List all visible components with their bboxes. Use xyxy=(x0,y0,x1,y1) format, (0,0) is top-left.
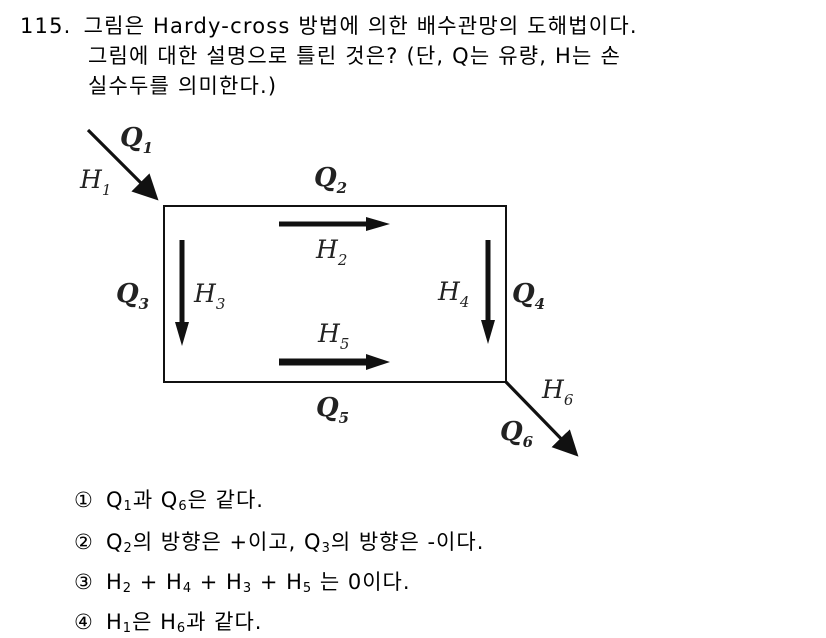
label-q6: Q6 xyxy=(500,417,534,451)
choice-subscript: 6 xyxy=(178,499,188,514)
choice-text: + H xyxy=(252,570,303,594)
choice-text: + H xyxy=(192,570,243,594)
choice-subscript: 2 xyxy=(122,581,133,596)
label-h1: H1 xyxy=(79,165,111,199)
label-h3: H3 xyxy=(193,279,225,313)
label-h4: H4 xyxy=(437,277,469,311)
bottom-flow-arrowhead xyxy=(366,354,390,370)
choice-subscript: 3 xyxy=(321,541,331,556)
choice-text: 과 Q xyxy=(132,488,179,512)
choice-1-marker: ① xyxy=(74,488,94,512)
question-number: 115. xyxy=(20,14,72,38)
choice-text: H xyxy=(106,570,123,594)
right-flow-arrowhead xyxy=(481,320,495,344)
choice-subscript: 4 xyxy=(182,581,193,596)
choice-subscript: 2 xyxy=(123,541,133,556)
question-line-1: 115. 그림은 Hardy-cross 방법에 의한 배수관망의 도해법이다. xyxy=(20,10,638,40)
choice-text: 과 같다. xyxy=(186,610,263,634)
question-text-1: 그림은 Hardy-cross 방법에 의한 배수관망의 도해법이다. xyxy=(83,14,638,38)
choice-subscript: 5 xyxy=(302,581,313,596)
question-line-2: 그림에 대한 설명으로 틀린 것은? (단, Q는 유량, H는 손 xyxy=(88,44,621,68)
choice-text: Q xyxy=(106,530,124,554)
choice-subscript: 1 xyxy=(122,621,133,636)
choice-text: 은 H xyxy=(132,610,177,634)
left-flow-arrowhead xyxy=(175,322,189,346)
label-q1: Q1 xyxy=(120,123,153,157)
outlet-arrow xyxy=(504,380,579,457)
label-q3: Q3 xyxy=(116,279,149,313)
choice-subscript: 1 xyxy=(123,499,133,514)
label-q4: Q4 xyxy=(512,279,545,313)
choice-text: H xyxy=(106,610,123,634)
choice-text: + H xyxy=(132,570,183,594)
choice-text: 의 방향은 +이고, Q xyxy=(132,530,322,554)
label-q2: Q2 xyxy=(314,163,347,197)
top-flow-arrowhead xyxy=(366,217,390,231)
pipe-loop xyxy=(163,205,507,383)
choice-text: 는 0이다. xyxy=(312,570,411,594)
choice-subscript: 6 xyxy=(176,621,187,636)
inlet-arrow xyxy=(86,128,159,201)
question-line-3: 실수두를 의미한다.) xyxy=(88,74,278,98)
choice-text: 의 방향은 -이다. xyxy=(330,530,485,554)
label-h5: H5 xyxy=(317,319,349,353)
choice-subscript: 3 xyxy=(242,581,253,596)
label-h2: H2 xyxy=(315,235,347,269)
label-h6: H6 xyxy=(541,375,574,409)
choice-text: 은 같다. xyxy=(187,488,264,512)
label-q5: Q5 xyxy=(316,393,349,427)
choice-3-marker: ③ xyxy=(74,570,94,594)
choice-4-marker: ④ xyxy=(74,610,94,634)
choice-text: Q xyxy=(106,488,124,512)
choice-2-marker: ② xyxy=(74,530,94,554)
